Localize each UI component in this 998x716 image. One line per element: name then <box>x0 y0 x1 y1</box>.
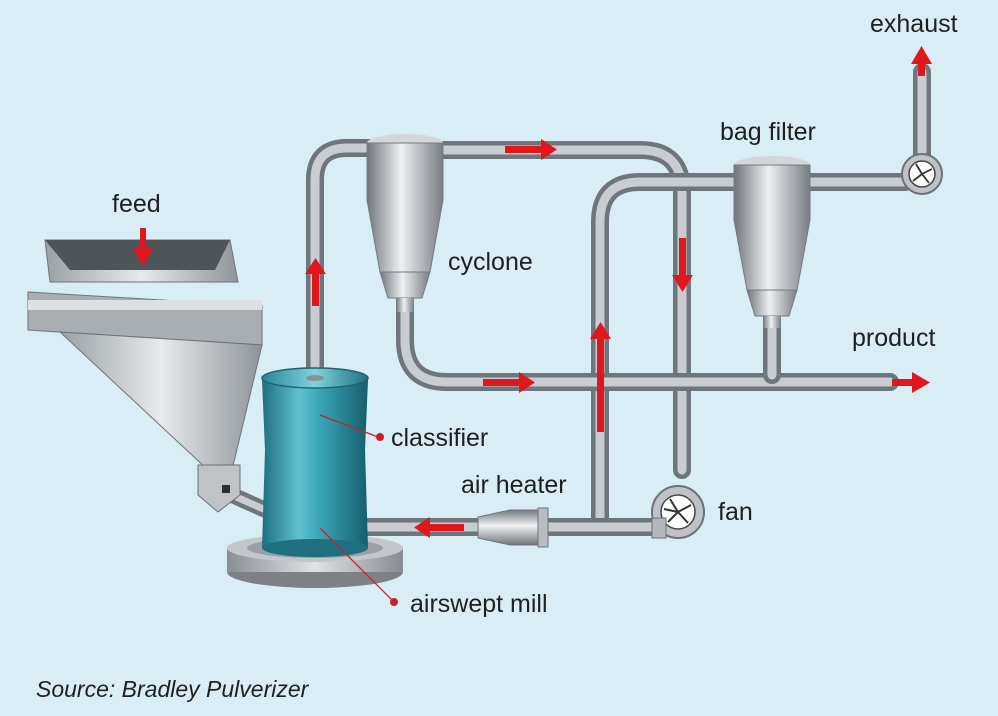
label-air-heater: air heater <box>461 471 567 499</box>
label-classifier: classifier <box>391 424 488 452</box>
cyclone <box>366 134 444 312</box>
label-airswept-mill: airswept mill <box>410 590 548 618</box>
label-fan: fan <box>718 498 753 526</box>
bag-filter <box>733 156 811 328</box>
flow-arrow-feed <box>133 228 153 266</box>
label-feed: feed <box>112 190 161 218</box>
air-heater <box>477 507 549 548</box>
airswept-mill <box>227 367 403 588</box>
source-caption: Source: Bradley Pulverizer <box>36 676 310 702</box>
feed-hopper <box>27 239 263 513</box>
exhaust-fan <box>901 153 943 195</box>
flow-arrow-air-heater <box>414 517 464 538</box>
flow-arrow-down <box>672 238 693 292</box>
pipe-network <box>224 63 931 536</box>
flow-arrow-product-out <box>892 372 930 393</box>
flow-arrow-top-right <box>505 139 557 160</box>
flow-arrow-up <box>590 322 611 432</box>
label-bag-filter: bag filter <box>720 118 816 146</box>
label-exhaust: exhaust <box>870 10 958 38</box>
label-product: product <box>852 324 935 352</box>
flow-arrow-exhaust <box>911 46 932 76</box>
fan <box>651 485 705 539</box>
label-cyclone: cyclone <box>448 248 533 276</box>
flow-arrow-mill-up <box>305 258 326 306</box>
leader-lines <box>319 414 398 606</box>
flow-arrow-product-line <box>483 372 535 393</box>
flow-arrows <box>133 46 932 538</box>
